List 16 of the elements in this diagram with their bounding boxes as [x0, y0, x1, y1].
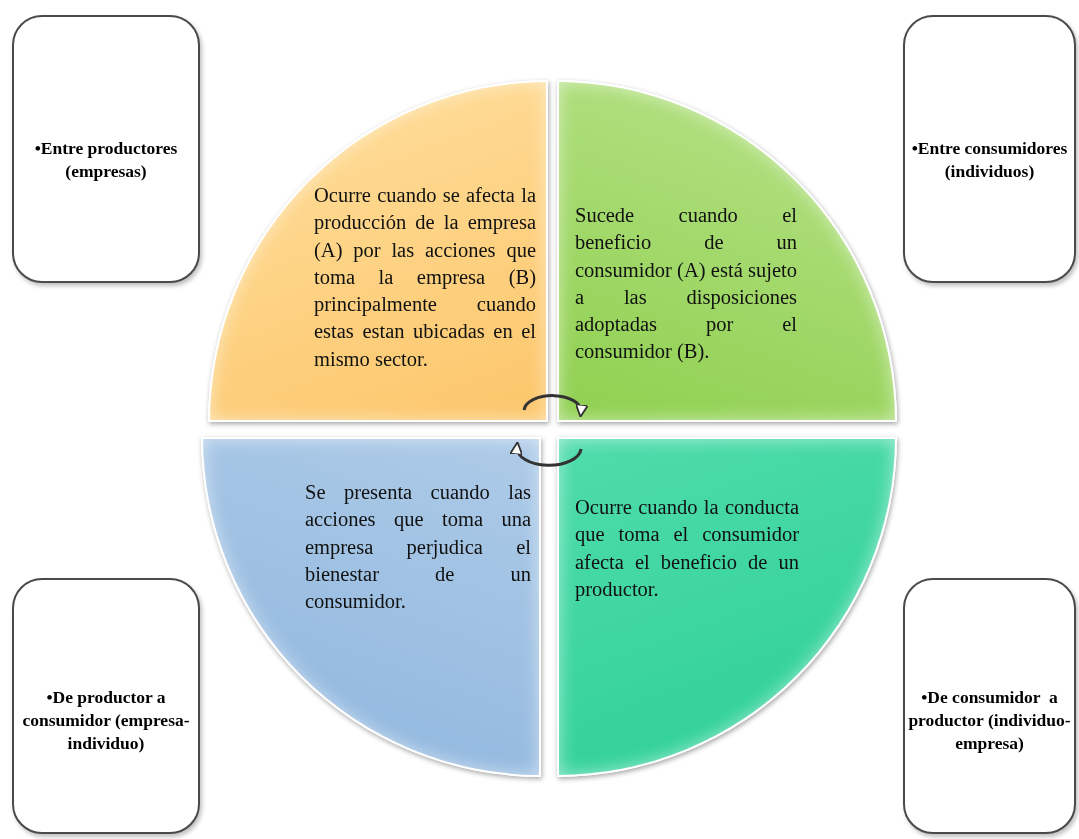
- category-heading: •De productor a consumidor (empresa-individuo): [21, 686, 191, 755]
- quarter-circle-segment: [208, 80, 548, 422]
- description-text: Se presenta cuando las acciones que toma una empresa perjudica el bienestar de un consumidor.: [305, 480, 531, 615]
- rounded-card: [903, 15, 1076, 283]
- category-heading: •Entre productores (empresas): [33, 137, 179, 183]
- description-text: Sucede cuando el beneficio de un consumidor (A) está sujeto a las disposiciones adoptadas por el consumidor (B).: [575, 203, 797, 365]
- category-heading: •Entre consumidores (individuos): [910, 137, 1069, 183]
- curved-arrow: [510, 441, 583, 467]
- category-heading: •De consumidor a productor (individuo-empresa): [907, 686, 1072, 755]
- rounded-card: [903, 578, 1076, 834]
- rounded-card: [12, 15, 200, 283]
- description-text: Ocurre cuando se afecta la producción de la empresa (A) por las acciones que toma la empresa (B) principalmente cuando estas estan ubicadas en el mismo sector.: [314, 183, 536, 372]
- description-text: Ocurre cuando la conducta que toma el consumidor afecta el beneficio de un productor.: [575, 495, 799, 603]
- quarter-circle-segment: [201, 437, 541, 777]
- rounded-card: [12, 578, 200, 834]
- curved-arrow: [522, 394, 588, 418]
